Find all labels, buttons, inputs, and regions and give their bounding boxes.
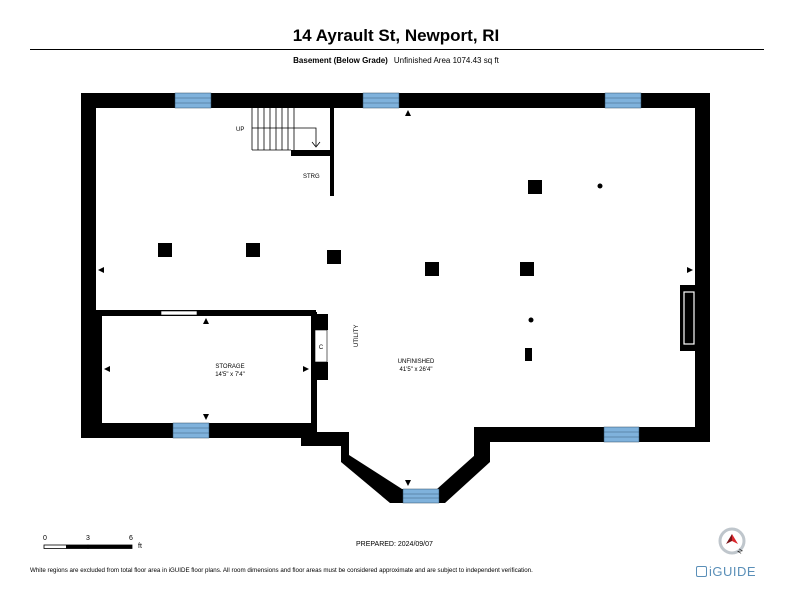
dimension-arrows — [98, 110, 693, 486]
disclaimer-text: White regions are excluded from total fl… — [30, 567, 533, 574]
compass-icon: N — [718, 527, 746, 555]
scale-tick-3: 3 — [86, 535, 90, 542]
windows — [172, 92, 642, 504]
utility-label: UTILITY — [354, 325, 360, 347]
stairs-up-label: UP — [236, 127, 244, 133]
column — [520, 262, 534, 276]
prepared-date: PREPARED: 2024/09/07 — [356, 541, 433, 548]
level-label: Basement (Below Grade) — [293, 56, 388, 65]
storage-room-name: STORAGE — [215, 364, 244, 370]
brand-label: iGUIDE — [709, 564, 757, 579]
column — [327, 250, 341, 264]
unfinished-room-name: UNFINISHED — [398, 359, 435, 365]
stairs — [251, 108, 321, 151]
closet-door — [314, 329, 328, 363]
unfinished-room-dims: 41'5" x 26'4" — [400, 367, 433, 373]
hearth — [683, 291, 695, 345]
column — [158, 243, 172, 257]
scale-unit: ft — [138, 543, 142, 550]
storage-door — [160, 310, 198, 316]
svg-text:N: N — [737, 548, 744, 555]
closet-label: C — [319, 345, 324, 351]
column — [528, 180, 542, 194]
plan-title: 14 Ayrault St, Newport, RI — [292, 26, 500, 45]
column — [525, 348, 532, 361]
area-label: Unfinished Area 1074.43 sq ft — [393, 56, 499, 65]
scale-tick-6: 6 — [129, 535, 133, 542]
column — [246, 243, 260, 257]
iguide-logo-icon — [696, 566, 707, 577]
strg-label: STRG — [303, 174, 320, 180]
title-divider — [30, 49, 764, 50]
scale-tick-0: 0 — [43, 535, 47, 542]
scale-bar — [43, 544, 133, 549]
column — [425, 262, 439, 276]
iguide-logo: iGUIDE — [696, 564, 756, 579]
plan-subtitle: Basement (Below Grade) Unfinished Area 10… — [0, 56, 792, 65]
storage-room-dims: 14'5" x 7'4" — [215, 372, 245, 378]
